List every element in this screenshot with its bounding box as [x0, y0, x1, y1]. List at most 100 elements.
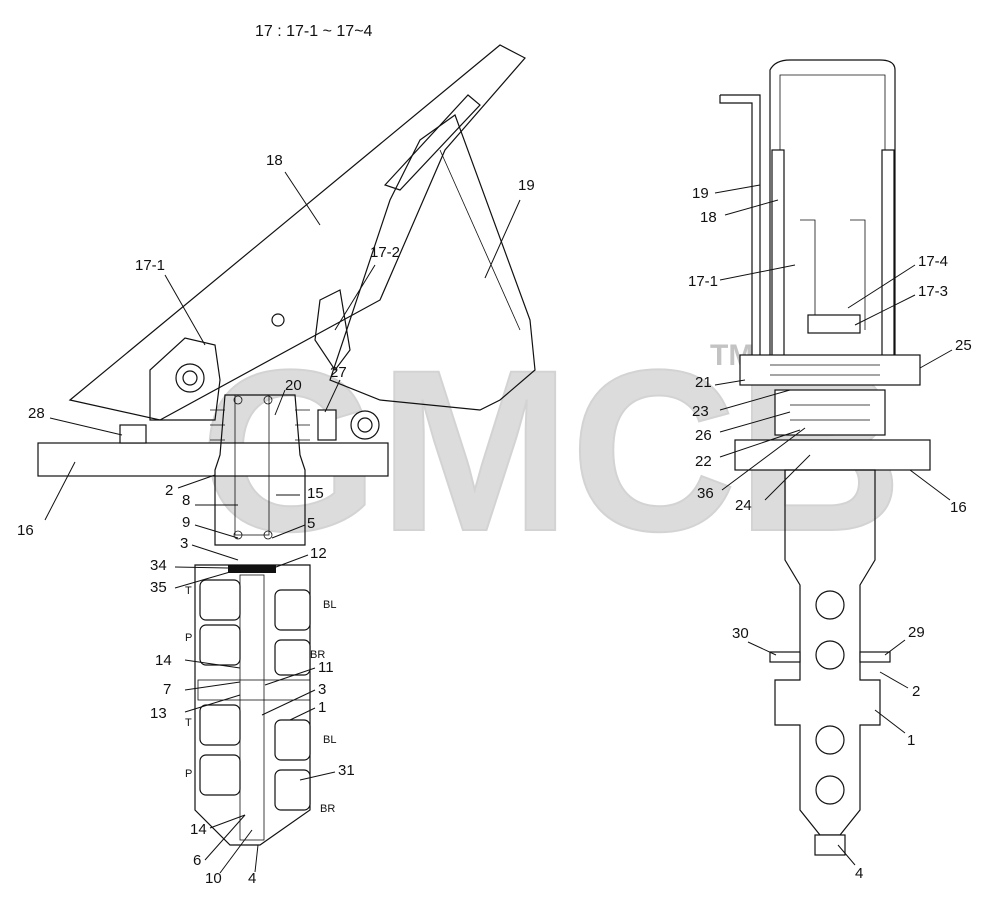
callout-r-17-3: 17-3 — [918, 283, 948, 300]
callout-31: 31 — [338, 762, 355, 779]
pivot-pin-inner — [182, 370, 198, 386]
right-callouts: 19 18 17-1 17-4 17-3 25 21 23 26 22 36 2… — [688, 185, 972, 882]
target-mark — [271, 313, 285, 327]
port-t1 — [199, 579, 241, 621]
left-assembly — [37, 44, 536, 846]
callout-r-25: 25 — [955, 337, 972, 354]
port-p2 — [199, 754, 241, 796]
callout-2: 2 — [165, 482, 173, 499]
callout-12: 12 — [310, 545, 327, 562]
callout-r-30: 30 — [732, 625, 749, 642]
callout-16: 16 — [17, 522, 34, 539]
bolt-28 — [119, 424, 147, 444]
side-handle — [719, 94, 761, 355]
callout-11: 11 — [318, 659, 334, 676]
port-label-p1: P — [185, 632, 192, 644]
base-plate-right — [734, 439, 931, 471]
pedal-pad-side-2 — [881, 149, 895, 361]
plate-lines — [790, 404, 870, 421]
callout-9: 9 — [182, 514, 190, 531]
bracket-arms — [800, 219, 866, 330]
ball-4 — [263, 530, 273, 540]
callout-r-16: 16 — [950, 499, 967, 516]
callout-19: 19 — [518, 177, 535, 194]
port-label-t2: T — [185, 717, 192, 729]
port-br2 — [274, 769, 311, 811]
seal-34 — [228, 565, 276, 573]
callout-r-4: 4 — [855, 865, 863, 882]
lever-17-2 — [314, 289, 351, 372]
ball-3 — [233, 530, 243, 540]
callout-r-1: 1 — [907, 732, 915, 749]
callout-18: 18 — [266, 152, 283, 169]
callout-r-22: 22 — [695, 453, 712, 470]
left-callouts: 18 17-1 17-2 19 20 27 28 16 2 8 15 9 5 3… — [17, 152, 535, 887]
bolt-27 — [317, 409, 337, 441]
left-leaders — [44, 171, 521, 874]
callout-35: 35 — [150, 579, 167, 596]
port-br1 — [274, 639, 311, 676]
port-bl2 — [274, 719, 311, 761]
callout-13: 13 — [150, 705, 167, 722]
port-label-t1: T — [185, 585, 192, 597]
hinge — [739, 354, 921, 386]
callout-14-top: 14 — [155, 652, 172, 669]
port-r3 — [815, 725, 845, 755]
callout-5: 5 — [307, 515, 315, 532]
port-t2 — [199, 704, 241, 746]
pivot-pin — [175, 363, 205, 393]
rear-pin — [350, 410, 380, 440]
callout-20: 20 — [285, 377, 302, 394]
plunger-housing — [214, 394, 306, 546]
port-r2 — [815, 640, 845, 670]
callout-10: 10 — [205, 870, 222, 887]
callout-r-17-1: 17-1 — [688, 273, 718, 290]
callout-r-36: 36 — [697, 485, 714, 502]
spool — [239, 574, 265, 841]
port-label-bl2: BL — [323, 734, 336, 746]
callout-1: 1 — [318, 699, 326, 716]
cam-17-3 — [807, 314, 861, 334]
callout-r-17-4: 17-4 — [918, 253, 948, 270]
callout-14-bottom: 14 — [190, 821, 207, 838]
pedal-pad — [383, 94, 481, 191]
pedal-frame-inner — [779, 74, 886, 355]
valve-body — [194, 564, 311, 846]
rear-pin-inner — [357, 417, 373, 433]
port-label-p2: P — [185, 768, 192, 780]
port-labels: T P T P BL BR BL BR — [185, 585, 336, 815]
callout-3-top: 3 — [180, 535, 188, 552]
callout-r-24: 24 — [735, 497, 752, 514]
callout-r-29: 29 — [908, 624, 925, 641]
diagram-title: 17 : 17-1 ~ 17~4 — [255, 23, 373, 40]
port-label-br1: BR — [310, 649, 325, 661]
callout-17-1: 17-1 — [135, 257, 165, 274]
ball-1 — [233, 395, 243, 405]
callout-r-19: 19 — [692, 185, 709, 202]
callout-8: 8 — [182, 492, 190, 509]
spring-coils — [770, 364, 880, 376]
callout-34: 34 — [150, 557, 167, 574]
callout-4: 4 — [248, 870, 256, 887]
callout-r-18: 18 — [700, 209, 717, 226]
plunger — [234, 394, 270, 536]
spool-end — [814, 834, 846, 856]
callout-6: 6 — [193, 852, 201, 869]
port-bl1 — [274, 589, 311, 631]
callout-17-2: 17-2 — [370, 244, 400, 261]
plate-assembly — [774, 389, 886, 436]
port-r1 — [815, 590, 845, 620]
boot-ribs — [210, 409, 310, 441]
callout-r-2: 2 — [912, 683, 920, 700]
callout-r-23: 23 — [692, 403, 709, 420]
port-label-br2: BR — [320, 803, 335, 815]
port-p1 — [199, 624, 241, 666]
callout-28: 28 — [28, 405, 45, 422]
callout-3-mid: 3 — [318, 681, 326, 698]
pedal-frame — [769, 59, 896, 355]
body-joint — [197, 679, 311, 701]
base-plate — [37, 442, 389, 477]
callout-27: 27 — [330, 364, 347, 381]
right-leaders — [714, 184, 953, 866]
